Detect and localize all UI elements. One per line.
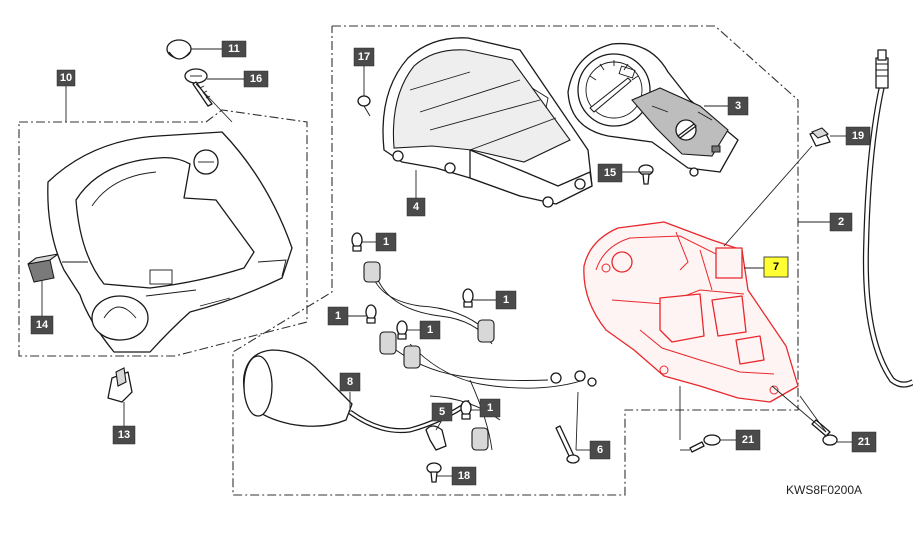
bulb-2 bbox=[365, 304, 377, 324]
callout-10[interactable]: 10 bbox=[56, 69, 76, 87]
diagram-reference-code: KWS8F0200A bbox=[786, 483, 862, 497]
callout-1-d[interactable]: 1 bbox=[495, 290, 517, 310]
assembly-frame-meter bbox=[232, 25, 799, 496]
small-screw-part bbox=[357, 95, 371, 117]
speedometer-cable bbox=[862, 49, 913, 388]
callout-15-label: 15 bbox=[604, 167, 616, 179]
callout-1-c-label: 1 bbox=[427, 324, 433, 336]
callout-2[interactable]: 2 bbox=[829, 212, 853, 232]
callout-1-a-label: 1 bbox=[383, 236, 389, 248]
callout-17-label: 17 bbox=[358, 51, 370, 63]
callout-11-label: 11 bbox=[228, 43, 240, 55]
callout-6-label: 6 bbox=[597, 444, 603, 456]
callout-7-label: 7 bbox=[773, 261, 779, 273]
callout-15[interactable]: 15 bbox=[597, 163, 623, 183]
callout-21-left-label: 21 bbox=[742, 434, 754, 446]
clamp-screw-part bbox=[426, 462, 442, 483]
meter-lens-case bbox=[382, 37, 593, 208]
callout-1-b-label: 1 bbox=[335, 310, 341, 322]
bulb-3 bbox=[396, 320, 408, 340]
callout-5-label: 5 bbox=[439, 406, 445, 418]
clip-nut-part bbox=[809, 127, 831, 147]
callout-3[interactable]: 3 bbox=[727, 96, 749, 116]
bulb-1 bbox=[351, 232, 363, 252]
callout-4[interactable]: 4 bbox=[406, 197, 426, 217]
callout-1-e-label: 1 bbox=[487, 402, 493, 414]
screw-15-part bbox=[638, 164, 654, 185]
callout-19[interactable]: 19 bbox=[845, 126, 871, 146]
rubber-pad-part bbox=[27, 253, 59, 283]
bulb-5 bbox=[460, 400, 472, 420]
callout-16[interactable]: 16 bbox=[243, 70, 269, 88]
callout-8-label: 8 bbox=[347, 376, 353, 388]
meter-case-highlighted bbox=[583, 221, 799, 403]
screw-part bbox=[184, 68, 213, 107]
callout-4-label: 4 bbox=[413, 201, 420, 213]
screw-21-left-part bbox=[689, 434, 721, 453]
callout-10-label: 10 bbox=[60, 72, 72, 84]
clip-part bbox=[107, 367, 133, 403]
callout-1-b[interactable]: 1 bbox=[327, 306, 349, 326]
callout-21-right-label: 21 bbox=[858, 436, 870, 448]
callout-16-label: 16 bbox=[250, 73, 262, 85]
callout-2-label: 2 bbox=[838, 216, 844, 228]
callout-14-label: 14 bbox=[36, 319, 49, 331]
callout-21-left[interactable]: 21 bbox=[735, 429, 761, 451]
callout-6[interactable]: 6 bbox=[589, 440, 611, 460]
grommet-part bbox=[166, 39, 192, 60]
callout-19-label: 19 bbox=[852, 130, 864, 142]
meter-upper-cover bbox=[47, 131, 293, 353]
callout-11[interactable]: 11 bbox=[221, 40, 247, 58]
callout-17[interactable]: 17 bbox=[353, 47, 375, 67]
callout-3-label: 3 bbox=[735, 100, 741, 112]
wire-clamp-part bbox=[425, 425, 447, 451]
callout-13-label: 13 bbox=[118, 429, 130, 441]
callout-8[interactable]: 8 bbox=[339, 372, 361, 392]
callout-1-d-label: 1 bbox=[503, 294, 509, 306]
wire-harness bbox=[242, 261, 597, 451]
assembly-frame-upper-cover bbox=[18, 109, 308, 357]
callout-14[interactable]: 14 bbox=[30, 315, 54, 335]
callout-18[interactable]: 18 bbox=[451, 466, 477, 486]
callout-1-a[interactable]: 1 bbox=[375, 232, 397, 252]
leader-lines bbox=[41, 48, 852, 477]
callout-21-right[interactable]: 21 bbox=[851, 431, 877, 453]
callout-18-label: 18 bbox=[458, 470, 470, 482]
callout-5[interactable]: 5 bbox=[431, 402, 453, 422]
meter-panel bbox=[567, 42, 739, 177]
callout-1-c[interactable]: 1 bbox=[419, 320, 441, 340]
screw-6-part bbox=[555, 425, 580, 464]
bulb-4 bbox=[462, 288, 474, 308]
callout-7-highlighted[interactable]: 7 bbox=[763, 256, 789, 278]
callout-13[interactable]: 13 bbox=[112, 425, 136, 445]
callout-1-e[interactable]: 1 bbox=[479, 398, 501, 418]
